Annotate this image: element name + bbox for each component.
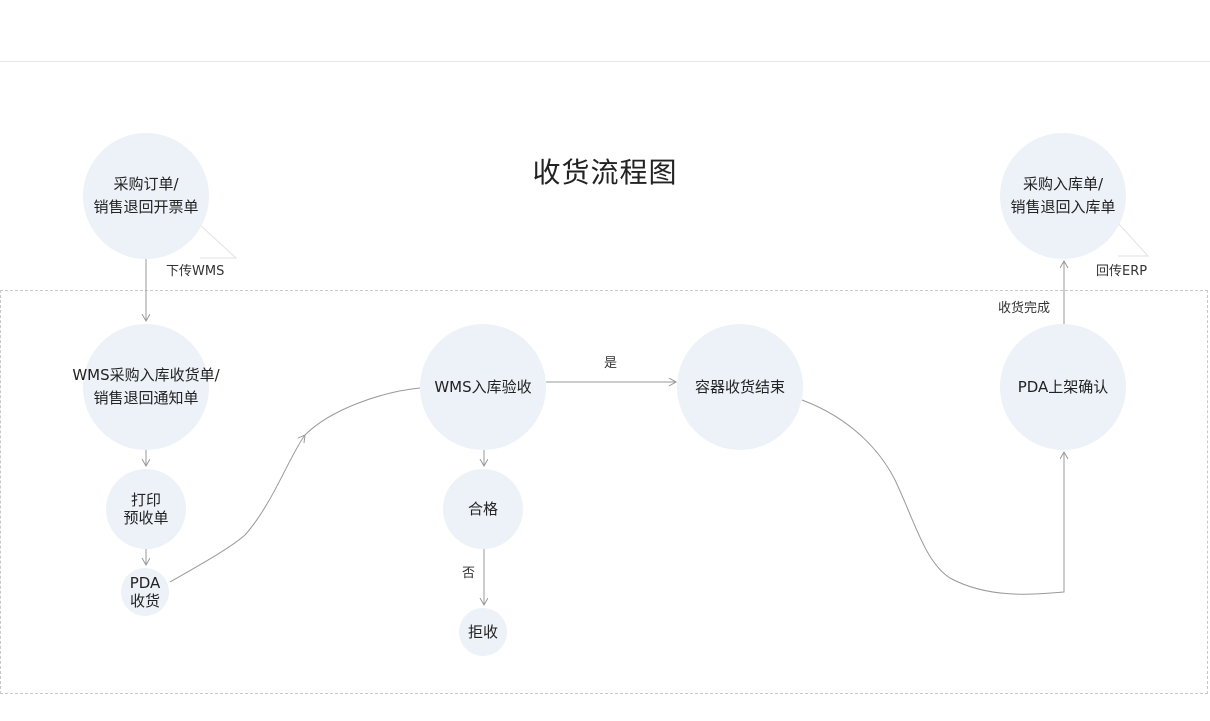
node-pda-receive: PDA 收货 [121, 568, 169, 616]
node-container-done: 容器收货结束 [677, 324, 803, 450]
wms-flow-region [0, 290, 1208, 694]
node-qualified-label: 合格 [467, 499, 498, 518]
node-wms-inspect-label: WMS入库验收 [434, 377, 532, 396]
header-divider [0, 61, 1210, 62]
node-wms-receipt: WMS采购入库收货单/ 销售退回通知单 [72, 324, 220, 450]
edge-pda-to-inspect [169, 435, 305, 583]
node-pda-receive-label: PDA 收货 [129, 574, 161, 610]
node-erp-inbound-label: 采购入库单/ 销售退回入库单 [1010, 175, 1116, 216]
label-push-wms: 下传WMS [166, 264, 225, 279]
label-return-erp: 回传ERP [1096, 264, 1148, 279]
node-reject: 拒收 [459, 608, 507, 656]
node-wms-receipt-label: WMS采购入库收货单/ 销售退回通知单 [72, 366, 220, 407]
node-purchase-order-label: 采购订单/ 销售退回开票单 [93, 175, 199, 216]
node-print-label: 打印 预收单 [123, 491, 169, 527]
node-container-done-label: 容器收货结束 [694, 377, 785, 396]
node-erp-inbound: 采购入库单/ 销售退回入库单 [1000, 133, 1126, 259]
edge-pda-to-inspect-tail [304, 387, 421, 436]
node-wms-inspect: WMS入库验收 [420, 324, 546, 450]
node-pda-shelf-label: PDA上架确认 [1017, 377, 1109, 396]
node-purchase-order: 采购订单/ 销售退回开票单 [83, 133, 209, 259]
node-print: 打印 预收单 [106, 469, 186, 549]
page-title: 收货流程图 [532, 156, 678, 189]
node-reject-label: 拒收 [467, 622, 498, 641]
node-pda-shelf: PDA上架确认 [1000, 324, 1126, 450]
label-no: 否 [462, 566, 476, 581]
label-receive-done: 收货完成 [998, 301, 1051, 316]
callout-wedge-right [1117, 222, 1150, 257]
callout-wedge-left [199, 224, 238, 259]
edge-container-to-shelf [801, 399, 1064, 595]
node-qualified: 合格 [443, 469, 523, 549]
label-yes: 是 [604, 356, 618, 371]
